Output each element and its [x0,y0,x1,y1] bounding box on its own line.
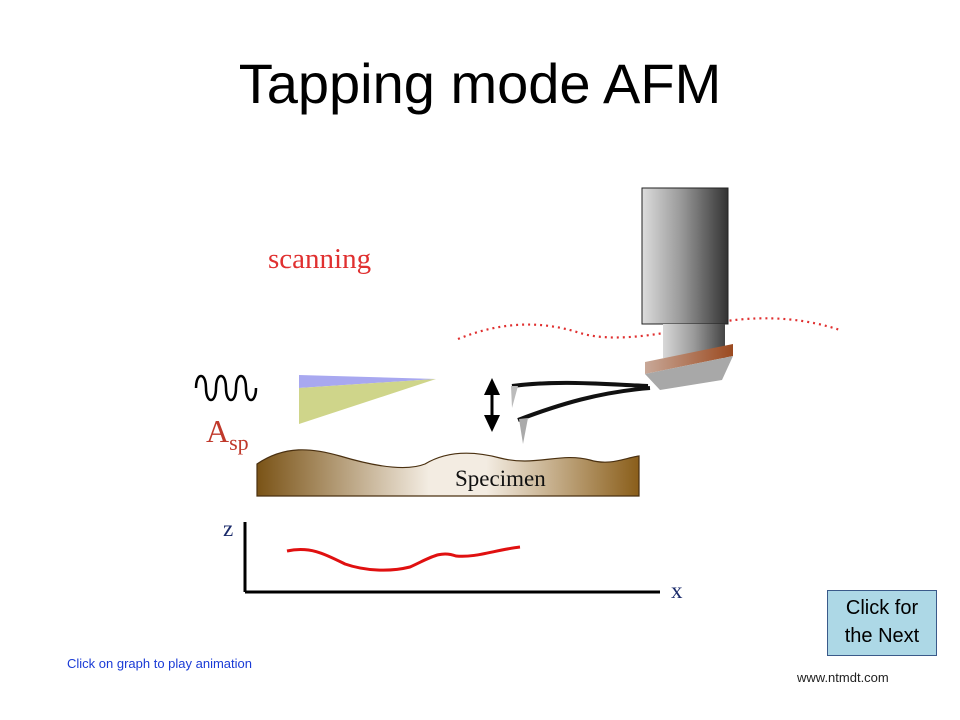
next-button-line1: Click for [845,597,919,619]
profile-graph[interactable]: z x [223,516,683,603]
amplitude-subscript: sp [229,430,249,455]
tip-lower [519,418,528,444]
mount-base [645,356,733,390]
cantilever-upper [511,380,649,388]
amplitude-symbol: A [206,413,229,449]
next-button-line2: the Next [844,625,920,647]
amplitude-setpoint-label: Asp [206,413,249,455]
slide-title: Tapping mode AFM [238,52,722,115]
scanning-label: scanning [268,243,371,275]
specimen-label: Specimen [455,466,546,491]
next-button[interactable]: Click for the Next [827,590,937,656]
oscillation-arrow [484,378,500,432]
amplitude-wedge-lower [299,379,436,424]
cantilever-lower [517,386,651,422]
amplitude-wedge-upper [299,375,436,388]
oscillation-wave-icon [194,374,258,402]
height-profile-trace [286,545,521,572]
specimen [256,449,640,497]
play-animation-hint[interactable]: Click on graph to play animation [67,656,252,671]
afm-head [641,187,729,325]
x-axis-label: x [671,578,683,603]
source-url: www.ntmdt.com [797,670,889,685]
tip-upper [511,386,518,408]
cantilever-mount [645,344,733,374]
z-axis-label: z [223,516,233,541]
